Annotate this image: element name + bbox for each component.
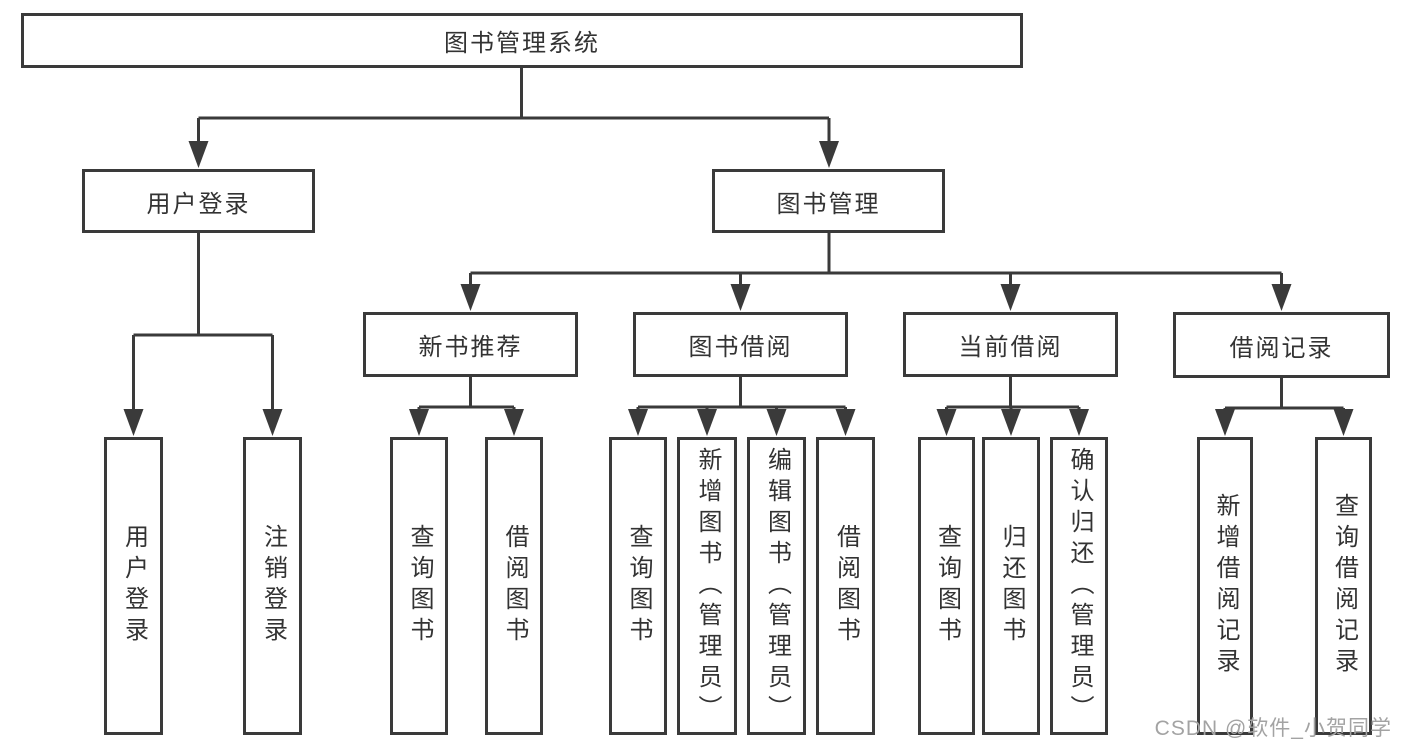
leaf-recommend-query-books-label: 查询图书 [406,524,433,648]
leaf-logout-label: 注销登录 [259,524,287,648]
leaf-records-add-record: 新增借阅记录 [1197,437,1253,735]
leaf-logout: 注销登录 [243,437,302,735]
leaf-records-query-record-label: 查询借阅记录 [1330,493,1358,679]
leaf-user-login: 用户登录 [104,437,163,735]
node-book-management-label: 图书管理 [776,190,881,218]
node-book-borrow-label: 图书借阅 [688,334,793,361]
leaf-current-return-books: 归还图书 [982,437,1040,735]
node-current-borrow-label: 当前借阅 [958,334,1063,361]
node-book-management: 图书管理 [712,169,945,233]
leaf-current-query-books-label: 查询图书 [933,524,961,648]
leaf-current-query-books: 查询图书 [918,437,975,735]
node-book-borrow: 图书借阅 [633,312,848,377]
node-root-label: 图书管理系统 [444,30,600,57]
leaf-borrow-add-books-admin: 新增图书（管理员） [677,437,737,735]
leaf-current-confirm-return-admin-label: 确认归还（管理员） [1066,446,1093,726]
node-root: 图书管理系统 [21,13,1023,68]
node-new-book-recommend: 新书推荐 [363,312,578,377]
leaf-recommend-borrow-books-label: 借阅图书 [501,524,528,648]
node-borrow-records: 借阅记录 [1173,312,1390,378]
leaf-records-query-record: 查询借阅记录 [1315,437,1372,735]
leaf-borrow-borrow-books-label: 借阅图书 [832,524,860,648]
node-user-login: 用户登录 [82,169,315,233]
leaf-current-confirm-return-admin: 确认归还（管理员） [1050,437,1108,735]
node-borrow-records-label: 借阅记录 [1229,334,1334,362]
leaf-recommend-query-books: 查询图书 [390,437,448,735]
csdn-watermark: CSDN @软件_小贺同学 [1154,717,1392,740]
leaf-borrow-add-books-admin-label: 新增图书（管理员） [694,446,721,726]
leaf-borrow-edit-books-admin-label: 编辑图书（管理员） [763,446,791,726]
leaf-borrow-edit-books-admin: 编辑图书（管理员） [747,437,806,735]
node-new-book-recommend-label: 新书推荐 [418,334,523,361]
node-user-login-label: 用户登录 [146,190,251,218]
leaf-records-add-record-label: 新增借阅记录 [1212,493,1239,679]
arrowheads [123,141,1354,436]
leaf-borrow-borrow-books: 借阅图书 [816,437,875,735]
leaf-borrow-query-books-label: 查询图书 [625,524,652,648]
leaf-user-login-label: 用户登录 [120,524,148,648]
leaf-recommend-borrow-books: 借阅图书 [485,437,543,735]
node-current-borrow: 当前借阅 [903,312,1118,377]
leaf-current-return-books-label: 归还图书 [998,524,1025,648]
leaf-borrow-query-books: 查询图书 [609,437,667,735]
